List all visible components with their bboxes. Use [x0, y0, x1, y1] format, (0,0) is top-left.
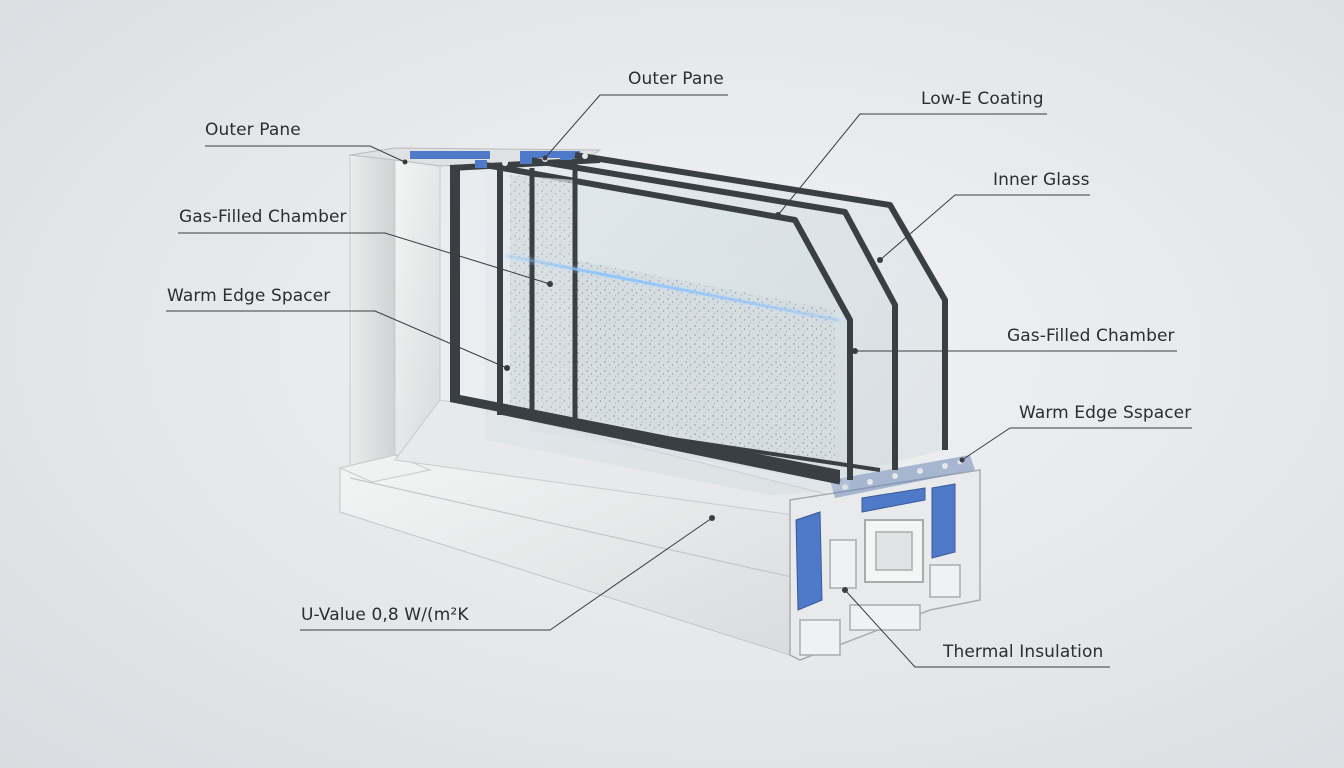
insulation-left — [795, 511, 823, 611]
callout-u-value: U-Value 0,8 W/(m²K — [301, 605, 469, 625]
callout-low-e: Low-E Coating — [921, 89, 1044, 109]
low-e-glow-line — [506, 254, 840, 322]
frame-profile-cross-section — [789, 455, 981, 661]
callout-thermal: Thermal Insulation — [943, 642, 1104, 662]
leader-u-value — [300, 517, 713, 631]
callout-warm-edge-right: Warm Edge Sspacer — [1019, 403, 1192, 423]
callout-outer-pane-top: Outer Pane — [628, 69, 724, 89]
callout-gas-chamber-left: Gas-Filled Chamber — [179, 207, 347, 227]
glass-panes — [449, 152, 948, 495]
callout-inner-glass: Inner Glass — [993, 170, 1090, 190]
leader-outer-pane-top — [544, 94, 728, 159]
leader-warm-edge-left — [166, 310, 508, 369]
leader-gas-chamber-left — [178, 232, 551, 285]
callout-outer-pane-left: Outer Pane — [205, 120, 301, 140]
callout-gas-chamber-right: Gas-Filled Chamber — [1007, 326, 1175, 346]
leader-inner-glass — [879, 194, 1090, 261]
leader-outer-pane-left — [205, 145, 406, 163]
leader-lines — [166, 94, 1192, 668]
leader-low-e — [777, 113, 1047, 216]
insulation-right — [931, 483, 956, 559]
callout-warm-edge-left: Warm Edge Spacer — [167, 286, 331, 306]
leader-warm-edge-right — [961, 427, 1192, 461]
leader-thermal — [844, 589, 1110, 668]
